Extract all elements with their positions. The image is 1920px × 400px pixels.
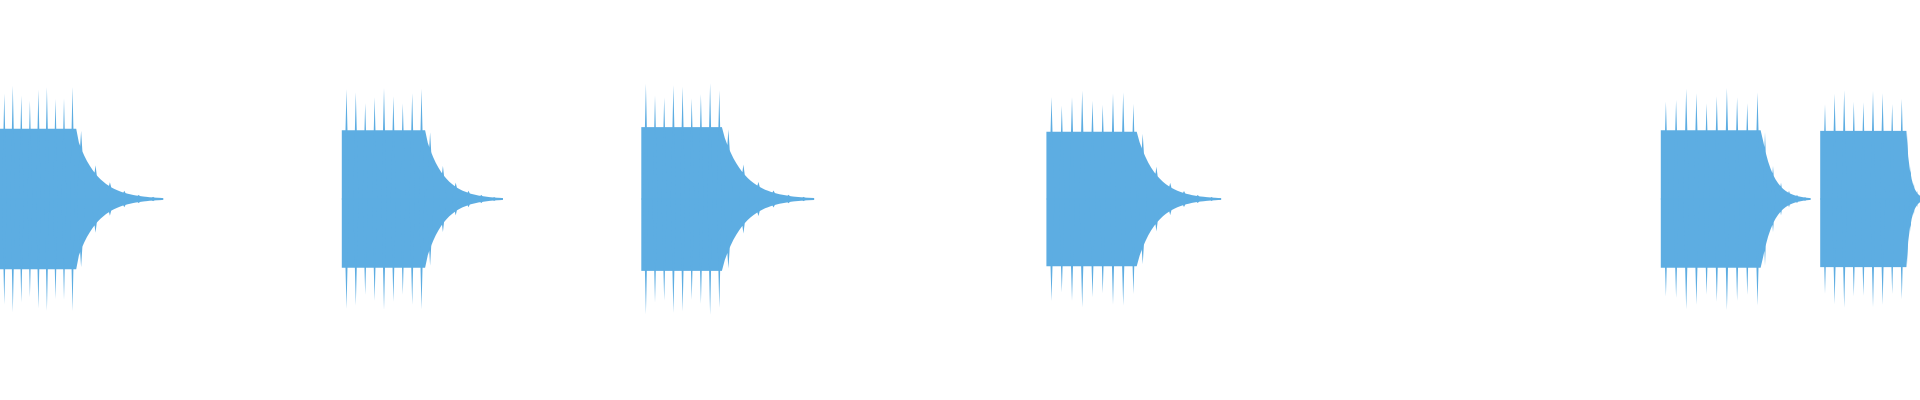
waveform-burst-4 xyxy=(1046,90,1222,308)
waveform-burst-5 xyxy=(1660,88,1811,310)
waveform-burst-1 xyxy=(0,85,164,313)
waveform-burst-6 xyxy=(1820,90,1920,308)
waveform-burst-3 xyxy=(641,83,815,315)
bursts-layer xyxy=(0,83,1920,315)
waveform-burst-2 xyxy=(341,88,503,310)
